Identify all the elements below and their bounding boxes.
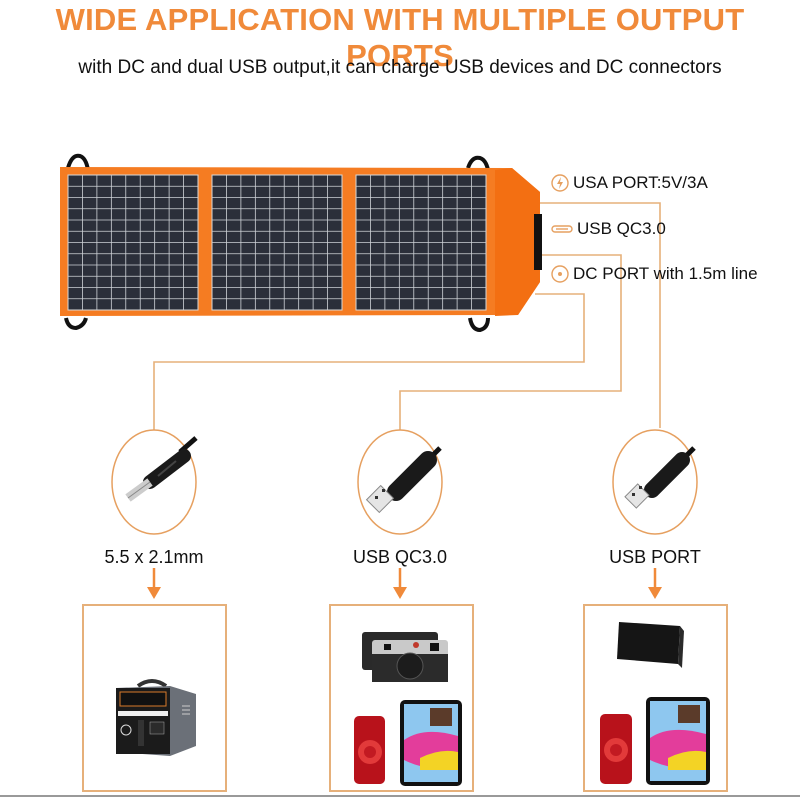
port-label-dc: DC PORT with 1.5m line (551, 264, 758, 284)
connector-label-usb-qc: USB QC3.0 (352, 547, 448, 567)
footer-divider (0, 795, 800, 797)
line-usb-qc (399, 254, 622, 432)
power-station-icon (116, 679, 196, 756)
handle-bottom-left (64, 317, 88, 331)
usb-plug-icon (624, 446, 696, 509)
smartphone-icon-usb (600, 714, 632, 784)
dc-plug-icon (125, 436, 198, 502)
connector-lines (153, 202, 661, 432)
port-label-usa: USA PORT:5V/3A (551, 173, 708, 193)
tablet-icon-usb (646, 697, 710, 785)
power-bank-icon (617, 622, 684, 668)
solar-panel (60, 153, 542, 333)
port-pocket (534, 214, 542, 270)
page-subtitle: with DC and dual USB output,it can charg… (78, 57, 722, 78)
line-dc-port (153, 293, 585, 432)
connector-label-dc: 5.5 x 2.1mm (104, 547, 204, 567)
lightning-icon (551, 174, 569, 192)
handle-top-left (66, 153, 90, 171)
dc-port-icon (551, 265, 569, 283)
handle-top-right (466, 155, 490, 171)
usb-c-icon (551, 220, 573, 238)
arrows (147, 568, 662, 599)
camera-icon (362, 632, 448, 682)
usb-plug-icon-qc (365, 446, 442, 514)
line-usb-port (535, 202, 661, 428)
tablet-icon-qc (400, 700, 462, 786)
handle-bottom-right (468, 317, 490, 333)
connector-label-usb: USB PORT (609, 547, 701, 567)
page-title: WIDE APPLICATION WITH MULTIPLE OUTPUT PO… (55, 2, 745, 73)
smartphone-icon-qc (354, 716, 385, 784)
port-label-usb-qc: USB QC3.0 (551, 219, 666, 239)
